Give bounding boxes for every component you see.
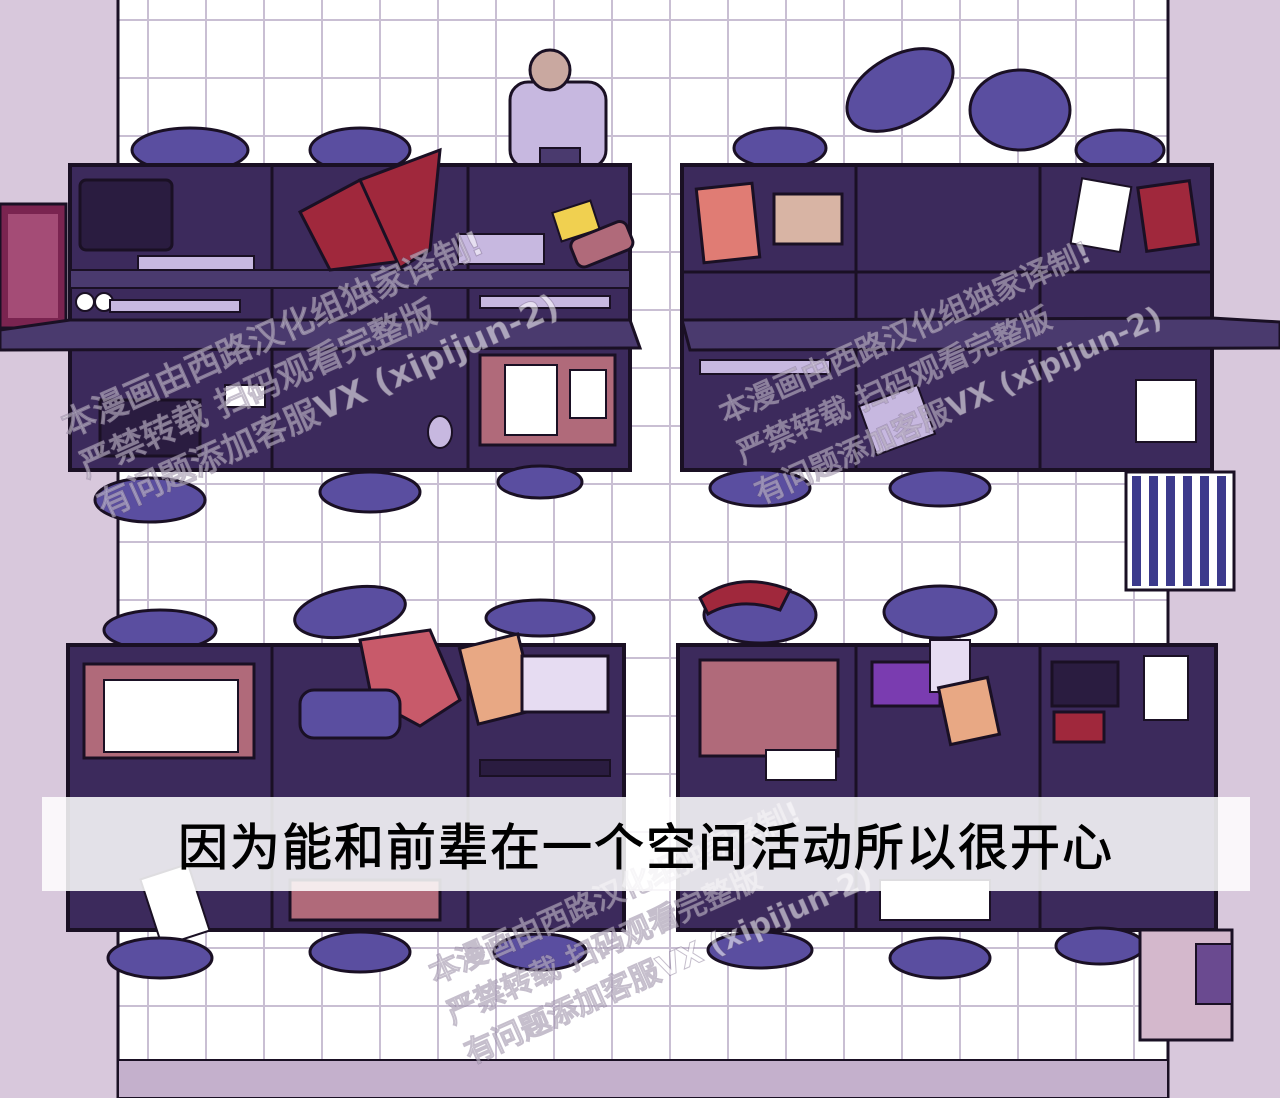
office-chair (708, 468, 812, 508)
stripe (1200, 476, 1209, 586)
office-chair (1054, 926, 1146, 966)
paper (1135, 379, 1197, 443)
keyboard (137, 255, 255, 271)
stripe (1183, 476, 1192, 586)
stripes (1132, 476, 1226, 586)
pencil-case (569, 220, 635, 269)
desk-divider (0, 318, 643, 352)
tablet (1050, 660, 1120, 708)
person-figure (508, 48, 608, 170)
desk-divider (680, 316, 1280, 352)
keyboard (479, 759, 611, 777)
paper (1069, 177, 1133, 254)
desk-cluster-bottom-left (66, 584, 626, 980)
caption-box: 因为能和前辈在一个空间活动所以很开心 (42, 797, 1250, 891)
mouse (427, 415, 453, 449)
desk-cluster-top-left (0, 48, 643, 524)
office-chair (845, 47, 955, 133)
book (694, 181, 762, 265)
paper-stack (857, 383, 937, 457)
office-chair (484, 598, 596, 638)
book (457, 233, 545, 265)
folder (936, 675, 1002, 747)
stripe (1217, 476, 1226, 586)
office-chair (968, 68, 1072, 152)
office-chair (496, 464, 584, 500)
caption-text: 因为能和前辈在一个空间活动所以很开心 (178, 819, 1114, 878)
monitor (98, 398, 202, 458)
stripe (1132, 476, 1141, 586)
office-chair (293, 584, 407, 640)
office-chair (308, 930, 412, 974)
office-chair (106, 936, 214, 980)
office-chair (706, 930, 814, 970)
office-chair (93, 476, 207, 524)
stripe (1166, 476, 1175, 586)
office-chair (888, 936, 992, 980)
paper (1143, 655, 1189, 721)
wallet (772, 192, 844, 246)
office-chair (882, 584, 998, 640)
office-chair (492, 932, 588, 972)
stripe (1149, 476, 1158, 586)
office-chair (888, 468, 992, 508)
backpack (298, 688, 402, 740)
paper-tray (520, 654, 610, 714)
office-chair (732, 126, 828, 170)
book (1136, 178, 1200, 254)
striped-box (1124, 470, 1236, 592)
scarf (698, 580, 793, 617)
office-chair (318, 470, 422, 514)
desk-cluster-top-right (680, 47, 1280, 592)
drawing-tablet (78, 178, 174, 252)
corkboard (698, 658, 840, 758)
